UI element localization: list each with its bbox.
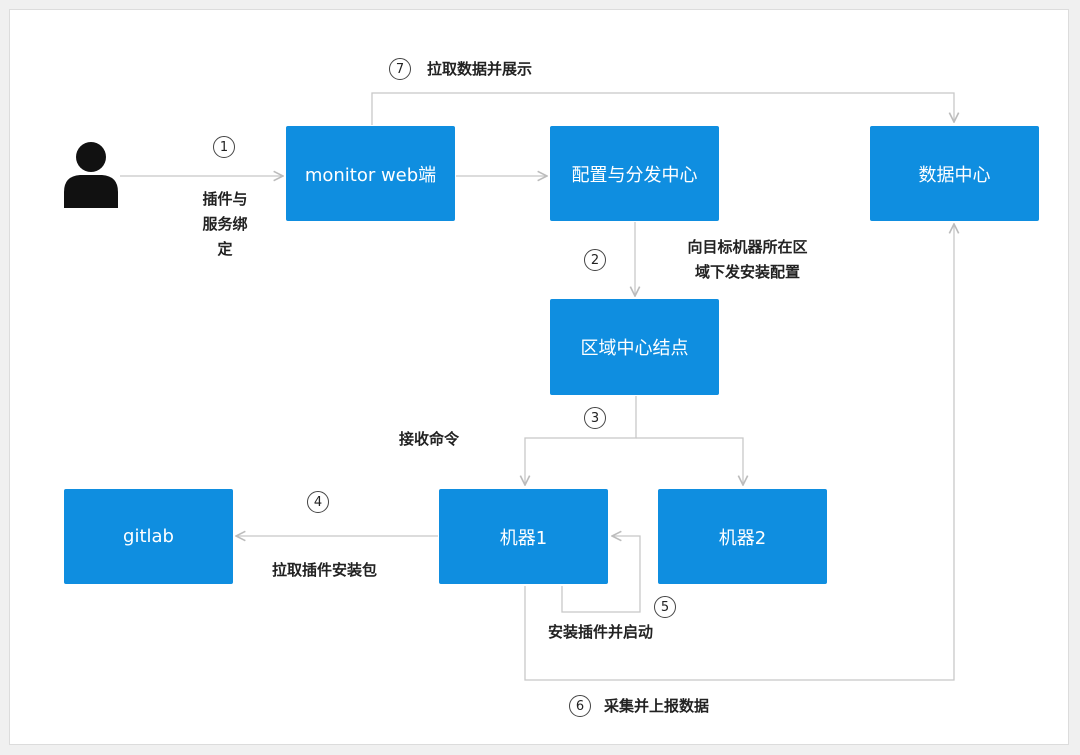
- label-dispatch-line-2: 域下发安装配置: [694, 263, 800, 281]
- label-fetch-show: 拉取数据并展示: [427, 60, 533, 78]
- label-bind-line-3: 定: [217, 240, 233, 258]
- label-pull-package: 拉取插件安装包: [272, 561, 378, 579]
- step-2-badge: 2: [584, 249, 606, 271]
- label-bind-line-2: 服务绑: [202, 215, 248, 233]
- step-4-badge: 4: [307, 491, 329, 513]
- label-dispatch-config: 向目标机器所在区 域下发安装配置: [665, 235, 830, 285]
- edge-machine1-self-loop: [561, 536, 641, 613]
- label-install-start: 安装插件并启动: [548, 623, 654, 641]
- user-icon: [64, 142, 118, 208]
- step-1-badge: 1: [213, 136, 235, 158]
- step-5-badge: 5: [654, 596, 676, 618]
- label-receive-command: 接收命令: [399, 430, 460, 448]
- label-bind-plugin: 插件与 服务绑 定: [190, 187, 260, 262]
- step-6-badge: 6: [569, 695, 591, 717]
- step-3-badge: 3: [584, 407, 606, 429]
- node-config-center[interactable]: 配置与分发中心: [550, 126, 719, 221]
- edge-region-to-machine1: [525, 396, 637, 485]
- label-bind-line-1: 插件与: [202, 190, 248, 208]
- label-dispatch-line-1: 向目标机器所在区: [687, 238, 808, 256]
- node-gitlab[interactable]: gitlab: [64, 489, 233, 584]
- step-7-badge: 7: [389, 58, 411, 80]
- node-monitor-web[interactable]: monitor web端: [286, 126, 455, 221]
- edge-monitor-to-datacenter: [371, 92, 954, 125]
- node-machine1[interactable]: 机器1: [439, 489, 608, 584]
- node-data-center[interactable]: 数据中心: [870, 126, 1039, 221]
- edge-machine1-to-datacenter: [524, 224, 954, 681]
- node-machine2[interactable]: 机器2: [658, 489, 827, 584]
- node-region-center[interactable]: 区域中心结点: [550, 299, 719, 395]
- label-report-data: 采集并上报数据: [604, 697, 710, 715]
- edge-region-to-machine2: [636, 437, 743, 485]
